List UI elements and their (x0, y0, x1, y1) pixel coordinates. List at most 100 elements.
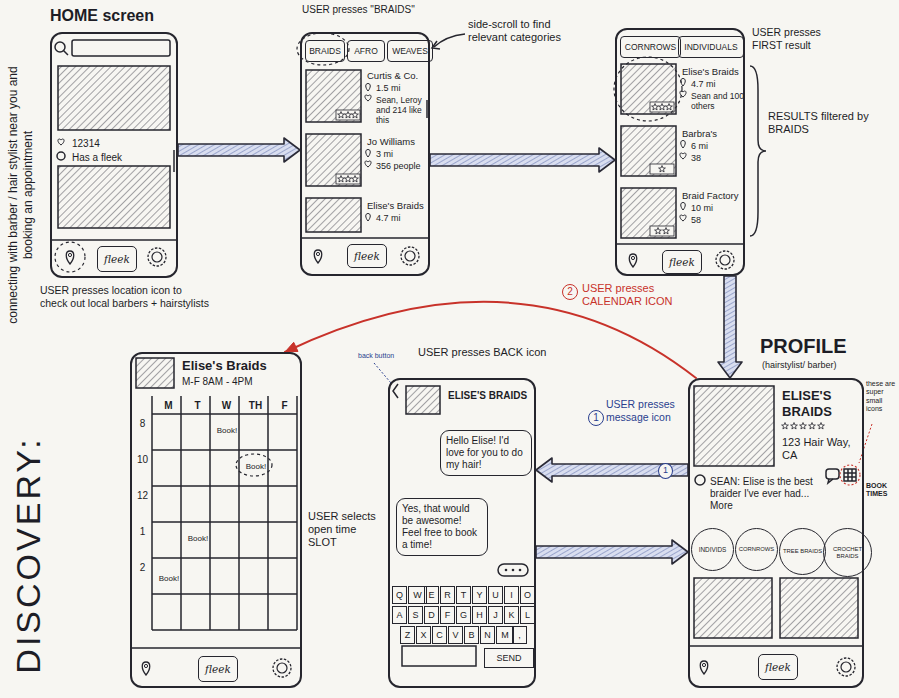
node-text: AFRO (354, 46, 378, 56)
category-circle: TREE BRAIDS (779, 528, 826, 575)
screen-text: 2 (133, 562, 152, 574)
message-icon (828, 479, 833, 483)
rating-patch (650, 226, 674, 236)
rating-patch (336, 110, 360, 120)
bracket (750, 66, 766, 236)
subtitle: connecting with barber / hair stylist ne… (6, 60, 38, 330)
rating-star (345, 176, 352, 183)
heart-icon (365, 95, 371, 101)
screen-text: 1.5 mi (376, 83, 430, 94)
annotation: BOOK TIMES (866, 482, 896, 499)
keyboard-key: C (432, 626, 447, 644)
keyboard-key: L (520, 606, 535, 624)
leader-line (859, 424, 872, 463)
diagram-title: DISCOVERY: (7, 420, 49, 690)
node-text: S (412, 610, 418, 620)
tap-highlight (614, 57, 682, 121)
node-text: B (468, 630, 474, 640)
image-placeholder (621, 126, 676, 176)
user-icon (57, 152, 65, 160)
location-icon (681, 79, 686, 87)
typing-dot (512, 569, 515, 572)
screen-text: PROFILE (760, 334, 864, 358)
keyboard-key: H (472, 606, 487, 624)
screen-text: 8 (133, 418, 152, 430)
node-text: fleek (669, 256, 695, 268)
image-placeholder (621, 188, 676, 238)
screen-text: Barbra's (682, 128, 745, 139)
annotation: side-scroll to find relevant categories (468, 18, 578, 44)
rating-star (345, 112, 352, 119)
screen-text: Sean and 100 others (691, 91, 745, 111)
keyboard-key: I (504, 586, 519, 604)
screen-text: Book! (155, 574, 183, 584)
profile-icon (716, 251, 734, 269)
keyboard-key: , (512, 626, 527, 644)
location-icon (629, 254, 637, 267)
location-icon (366, 214, 371, 222)
node-text: K (508, 610, 514, 620)
heart-icon (680, 215, 686, 221)
keyboard-key: U (488, 586, 503, 604)
node-text: N (484, 630, 491, 640)
keyboard-key: O (520, 586, 535, 604)
node-text: CORNROWS (625, 42, 676, 52)
leader-arrow (432, 41, 440, 49)
typing-bubble (498, 564, 528, 576)
node-text: J (493, 610, 498, 620)
screen-text: Curtis & Co. (367, 70, 430, 81)
screen-text: HOME screen (50, 6, 220, 25)
chat-bubble: Yes, that would be awesome! Feel free to… (396, 498, 488, 556)
rating-star (338, 112, 345, 119)
node-text: Q (396, 590, 403, 600)
calendar-icon (844, 469, 856, 481)
callout-number: 2 (562, 284, 578, 300)
node-text: H (476, 610, 483, 620)
rating-star (652, 104, 659, 111)
fleek-button: fleek (347, 244, 387, 268)
screen-text: T (183, 400, 212, 412)
rating-star (818, 423, 825, 430)
profile-icon (837, 658, 855, 676)
curved-arrow (285, 302, 696, 378)
fleek-button: fleek (758, 654, 798, 680)
tap-highlight (236, 454, 272, 476)
search-icon (64, 51, 69, 56)
arrow-body (430, 148, 615, 172)
arrow-head (285, 342, 298, 352)
node-text: fleek (104, 253, 130, 265)
annotation: back button (358, 352, 420, 360)
keyboard-key: Y (472, 586, 487, 604)
leader-line (374, 363, 391, 383)
node-text: I (510, 590, 513, 600)
calendar-grid (152, 396, 297, 630)
leader-arrow (434, 34, 465, 47)
location-icon (681, 141, 686, 149)
node-text: R (444, 590, 451, 600)
rating-patch (650, 102, 674, 112)
category-tab: INDIVIDUALS (678, 36, 744, 58)
screen-text: M (154, 400, 183, 412)
heart-icon (58, 139, 64, 145)
image-placeholder (406, 386, 440, 414)
keyboard-key: V (448, 626, 463, 644)
keyboard-key: N (480, 626, 495, 644)
location-icon (142, 662, 150, 675)
fleek-button: fleek (97, 246, 137, 272)
tap-highlight (840, 465, 860, 485)
heart-icon (365, 161, 371, 167)
node-text: CORNROWS (739, 546, 775, 553)
heart-icon (680, 91, 686, 97)
node-text: L (525, 610, 530, 620)
screen-text: 123 Hair Way, CA (782, 436, 864, 462)
node-text: D (428, 610, 435, 620)
node-text: U (492, 590, 499, 600)
image-placeholder (306, 134, 361, 186)
node-text: SEND (496, 653, 521, 663)
image-placeholder (58, 166, 170, 228)
screen-text: 4.7 mi (376, 213, 430, 224)
location-icon (366, 84, 371, 92)
rating-star (782, 423, 789, 430)
heart-icon (680, 153, 686, 159)
